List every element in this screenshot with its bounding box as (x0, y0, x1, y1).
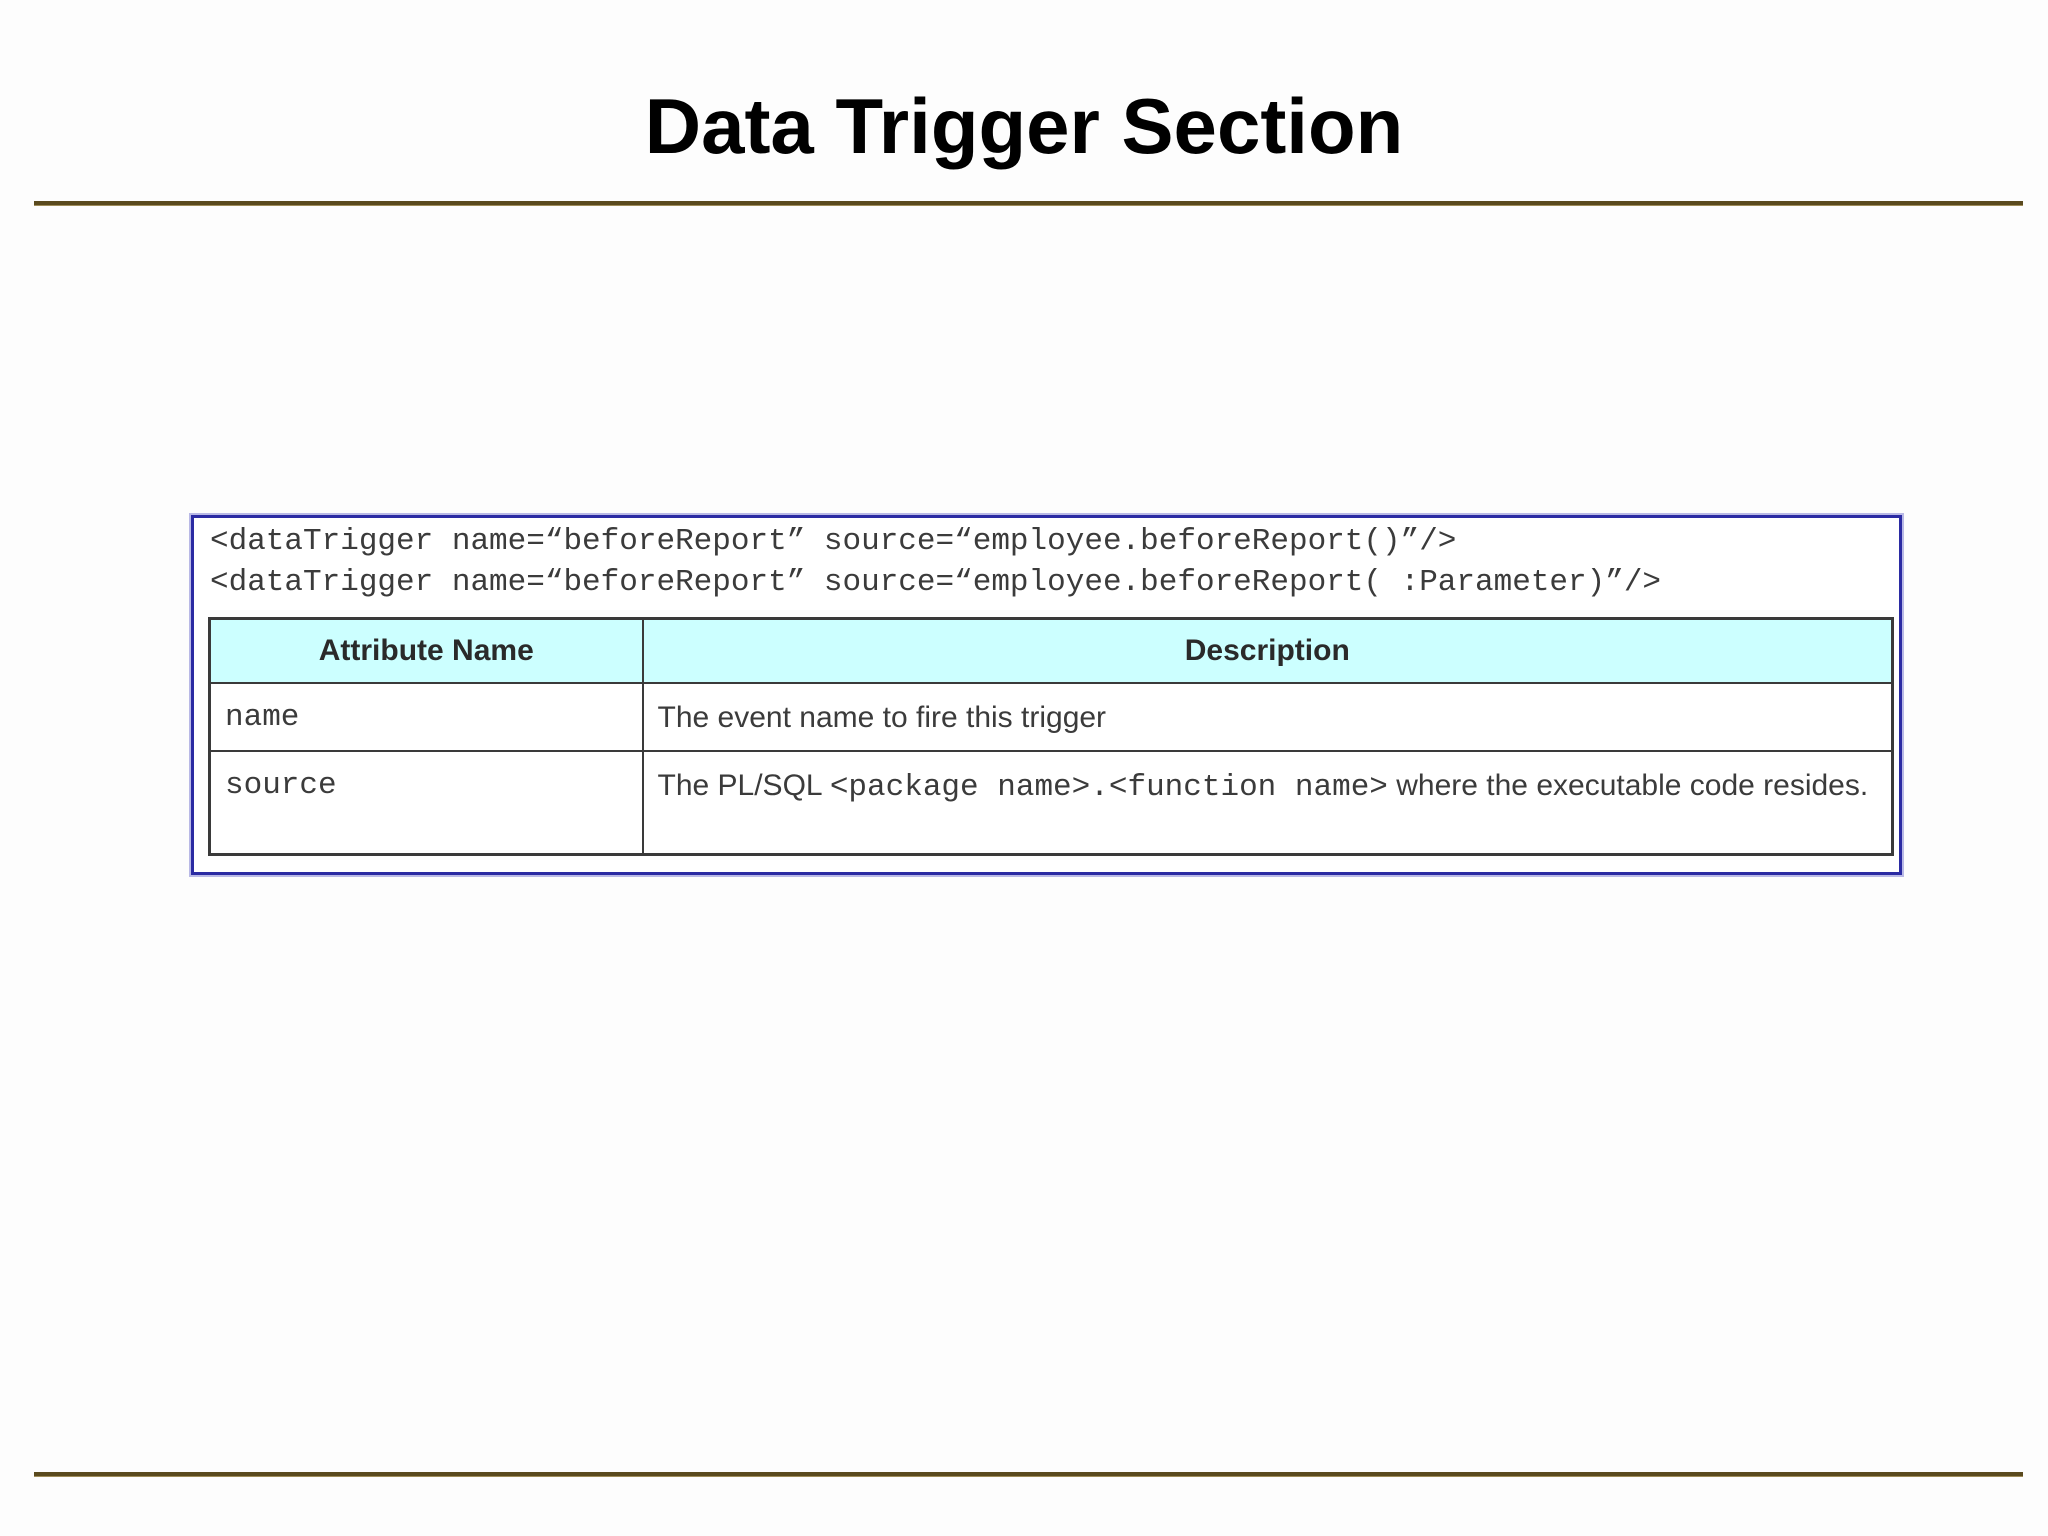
column-header-description: Description (641, 617, 1894, 684)
description-code: <package name>.<function name> (829, 769, 1388, 805)
bottom-divider (34, 1472, 2023, 1477)
table-row: source The PL/SQL <package name>.<functi… (208, 749, 1894, 856)
slide-title: Data Trigger Section (644, 82, 1404, 170)
code-and-table-figure: <dataTrigger name=“beforeReport” source=… (191, 515, 1902, 875)
code-example-line-1: <dataTrigger name=“beforeReport” source=… (210, 524, 1457, 559)
description-cell: The PL/SQL <package name>.<function name… (641, 749, 1894, 856)
column-header-attribute-name: Attribute Name (208, 617, 644, 684)
description-cell: The event name to fire this trigger (641, 681, 1894, 752)
top-divider (34, 201, 2023, 206)
code-example-line-2: <dataTrigger name=“beforeReport” source=… (210, 565, 1662, 600)
description-suffix: where the executable code resides. (1387, 768, 1869, 802)
attribute-name-cell: name (208, 681, 644, 752)
attribute-name-cell: source (208, 749, 644, 856)
attribute-table: Attribute Name Description name The even… (208, 617, 1894, 856)
table-header-row: Attribute Name Description (208, 617, 1894, 684)
table-row: name The event name to fire this trigger (208, 681, 1894, 752)
description-prefix: The PL/SQL (657, 768, 830, 802)
